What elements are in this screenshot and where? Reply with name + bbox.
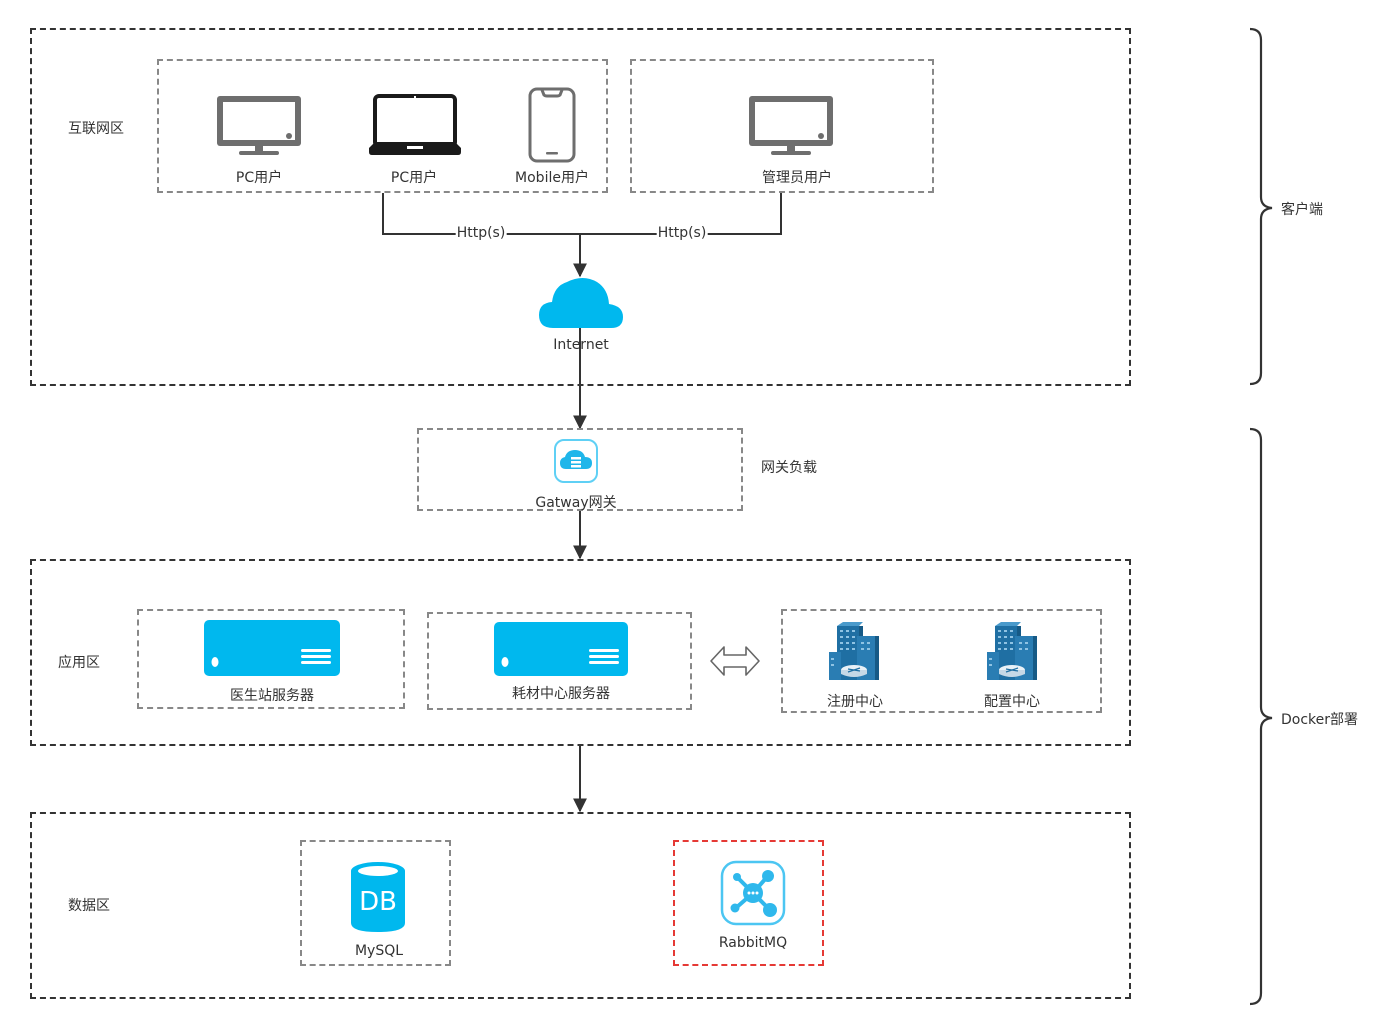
left-connector <box>382 193 580 235</box>
smartphone-icon <box>528 87 576 163</box>
server-icon <box>494 622 628 676</box>
building-icon <box>829 622 879 680</box>
bidirectional-arrow-icon <box>710 646 760 676</box>
user-devices-group <box>157 59 608 193</box>
app-zone-label: 应用区 <box>58 655 100 671</box>
app-zone <box>30 559 1131 746</box>
rabbitmq-label: RabbitMQ <box>718 935 788 951</box>
data-zone <box>30 812 1131 999</box>
internet-label: Internet <box>553 337 609 353</box>
client-brace <box>1249 27 1273 386</box>
docker-brace-label: Docker部署 <box>1281 712 1359 728</box>
rabbitmq-box <box>673 840 824 966</box>
message-queue-icon <box>720 860 786 926</box>
cloud-icon <box>539 278 623 328</box>
doctor-server-box <box>137 609 405 709</box>
laptop-icon <box>369 94 461 155</box>
internet-zone-label: 互联网区 <box>68 121 124 137</box>
supply-server-label: 耗材中心服务器 <box>512 686 610 702</box>
client-label-pc-1: PC用户 <box>235 170 283 186</box>
monitor-icon <box>217 96 301 155</box>
client-brace-label: 客户端 <box>1281 202 1323 218</box>
gateway-box <box>417 428 743 511</box>
admin-monitor-icon <box>749 96 833 155</box>
data-zone-label: 数据区 <box>68 898 110 914</box>
database-icon-text: DB <box>359 887 397 917</box>
admin-group <box>630 59 934 193</box>
infra-group <box>781 609 1102 713</box>
right-connector <box>580 193 782 235</box>
client-label-admin: 管理员用户 <box>762 170 832 186</box>
database-icon <box>351 862 405 932</box>
doctor-server-label: 医生站服务器 <box>230 688 314 704</box>
config-center-label: 配置中心 <box>984 694 1040 710</box>
server-icon <box>204 620 340 676</box>
registry-label: 注册中心 <box>827 694 883 710</box>
gateway-side-label: 网关负载 <box>761 460 817 476</box>
gateway-label: Gatway网关 <box>535 495 617 511</box>
client-label-mobile: Mobile用户 <box>515 170 589 186</box>
mysql-label: MySQL <box>354 943 404 959</box>
protocol-label-left: Http(s) <box>455 225 507 241</box>
gateway-icon <box>554 439 598 483</box>
docker-brace <box>1249 427 1273 1006</box>
protocol-label-right: Http(s) <box>656 225 708 241</box>
supply-server-box <box>427 612 692 710</box>
mysql-box <box>300 840 451 966</box>
building-icon <box>987 622 1037 680</box>
client-label-pc-2: PC用户 <box>390 170 438 186</box>
